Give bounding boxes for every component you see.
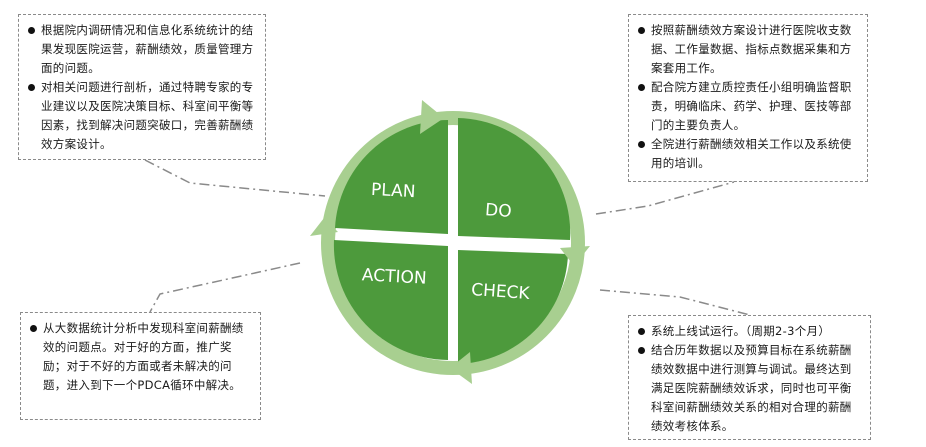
connector-action <box>149 262 301 313</box>
plan-description-box: 根据院内调研情况和信息化系统统计的结果发现医院运营，薪酬绩效，质量管理方面的问题… <box>18 14 266 160</box>
do-item: 配合院方建立质控责任小组明确监督职责，明确临床、药学、护理、医技等部门的主要负责… <box>637 78 857 135</box>
connector-do <box>595 181 735 215</box>
label-check: CHECK <box>471 280 532 304</box>
ring-arrows <box>310 100 590 384</box>
connector-plan <box>144 159 326 197</box>
check-item: 系统上线试运行。（周期2-3个月） <box>637 322 860 341</box>
do-item: 全院进行薪酬绩效相关工作以及系统使用的培训。 <box>637 135 857 173</box>
check-description-box: 系统上线试运行。（周期2-3个月） 结合历年数据以及预算目标在系统薪酬绩效数据中… <box>628 315 871 440</box>
connector-check <box>599 289 751 316</box>
action-item: 从大数据统计分析中发现科室间薪酬绩效的问题点。对于好的方面，推广奖励；对于不好的… <box>29 319 250 395</box>
arrow-head-right <box>560 246 590 266</box>
quadrant-do <box>458 118 571 240</box>
do-item: 按照薪酬绩效方案设计进行医院收支数据、工作量数据、指标点数据采集和方案套用工作。 <box>637 21 857 78</box>
action-description-box: 从大数据统计分析中发现科室间薪酬绩效的问题点。对于好的方面，推广奖励；对于不好的… <box>20 312 261 420</box>
arrow-head-top <box>420 100 444 134</box>
arrow-head-bottom <box>450 352 472 384</box>
quadrant-plan <box>335 120 448 234</box>
plan-item: 对相关问题进行剖析，通过特聘专家的专业建议以及医院决策目标、科室间平衡等因素，找… <box>27 78 255 154</box>
connector-lines <box>144 159 751 316</box>
quadrant-check <box>458 250 568 364</box>
label-action: ACTION <box>361 265 427 288</box>
label-plan: PLAN <box>371 180 416 202</box>
arrow-head-left <box>310 218 338 236</box>
do-description-box: 按照薪酬绩效方案设计进行医院收支数据、工作量数据、指标点数据采集和方案套用工作。… <box>628 14 868 182</box>
label-do: DO <box>484 200 512 222</box>
plan-item: 根据院内调研情况和信息化系统统计的结果发现医院运营，薪酬绩效，质量管理方面的问题… <box>27 21 255 78</box>
check-item: 结合历年数据以及预算目标在系统薪酬绩效数据中进行测算与调试。最终达到满足医院薪酬… <box>637 341 860 436</box>
quadrant-action <box>333 240 448 360</box>
quadrants <box>333 118 571 364</box>
